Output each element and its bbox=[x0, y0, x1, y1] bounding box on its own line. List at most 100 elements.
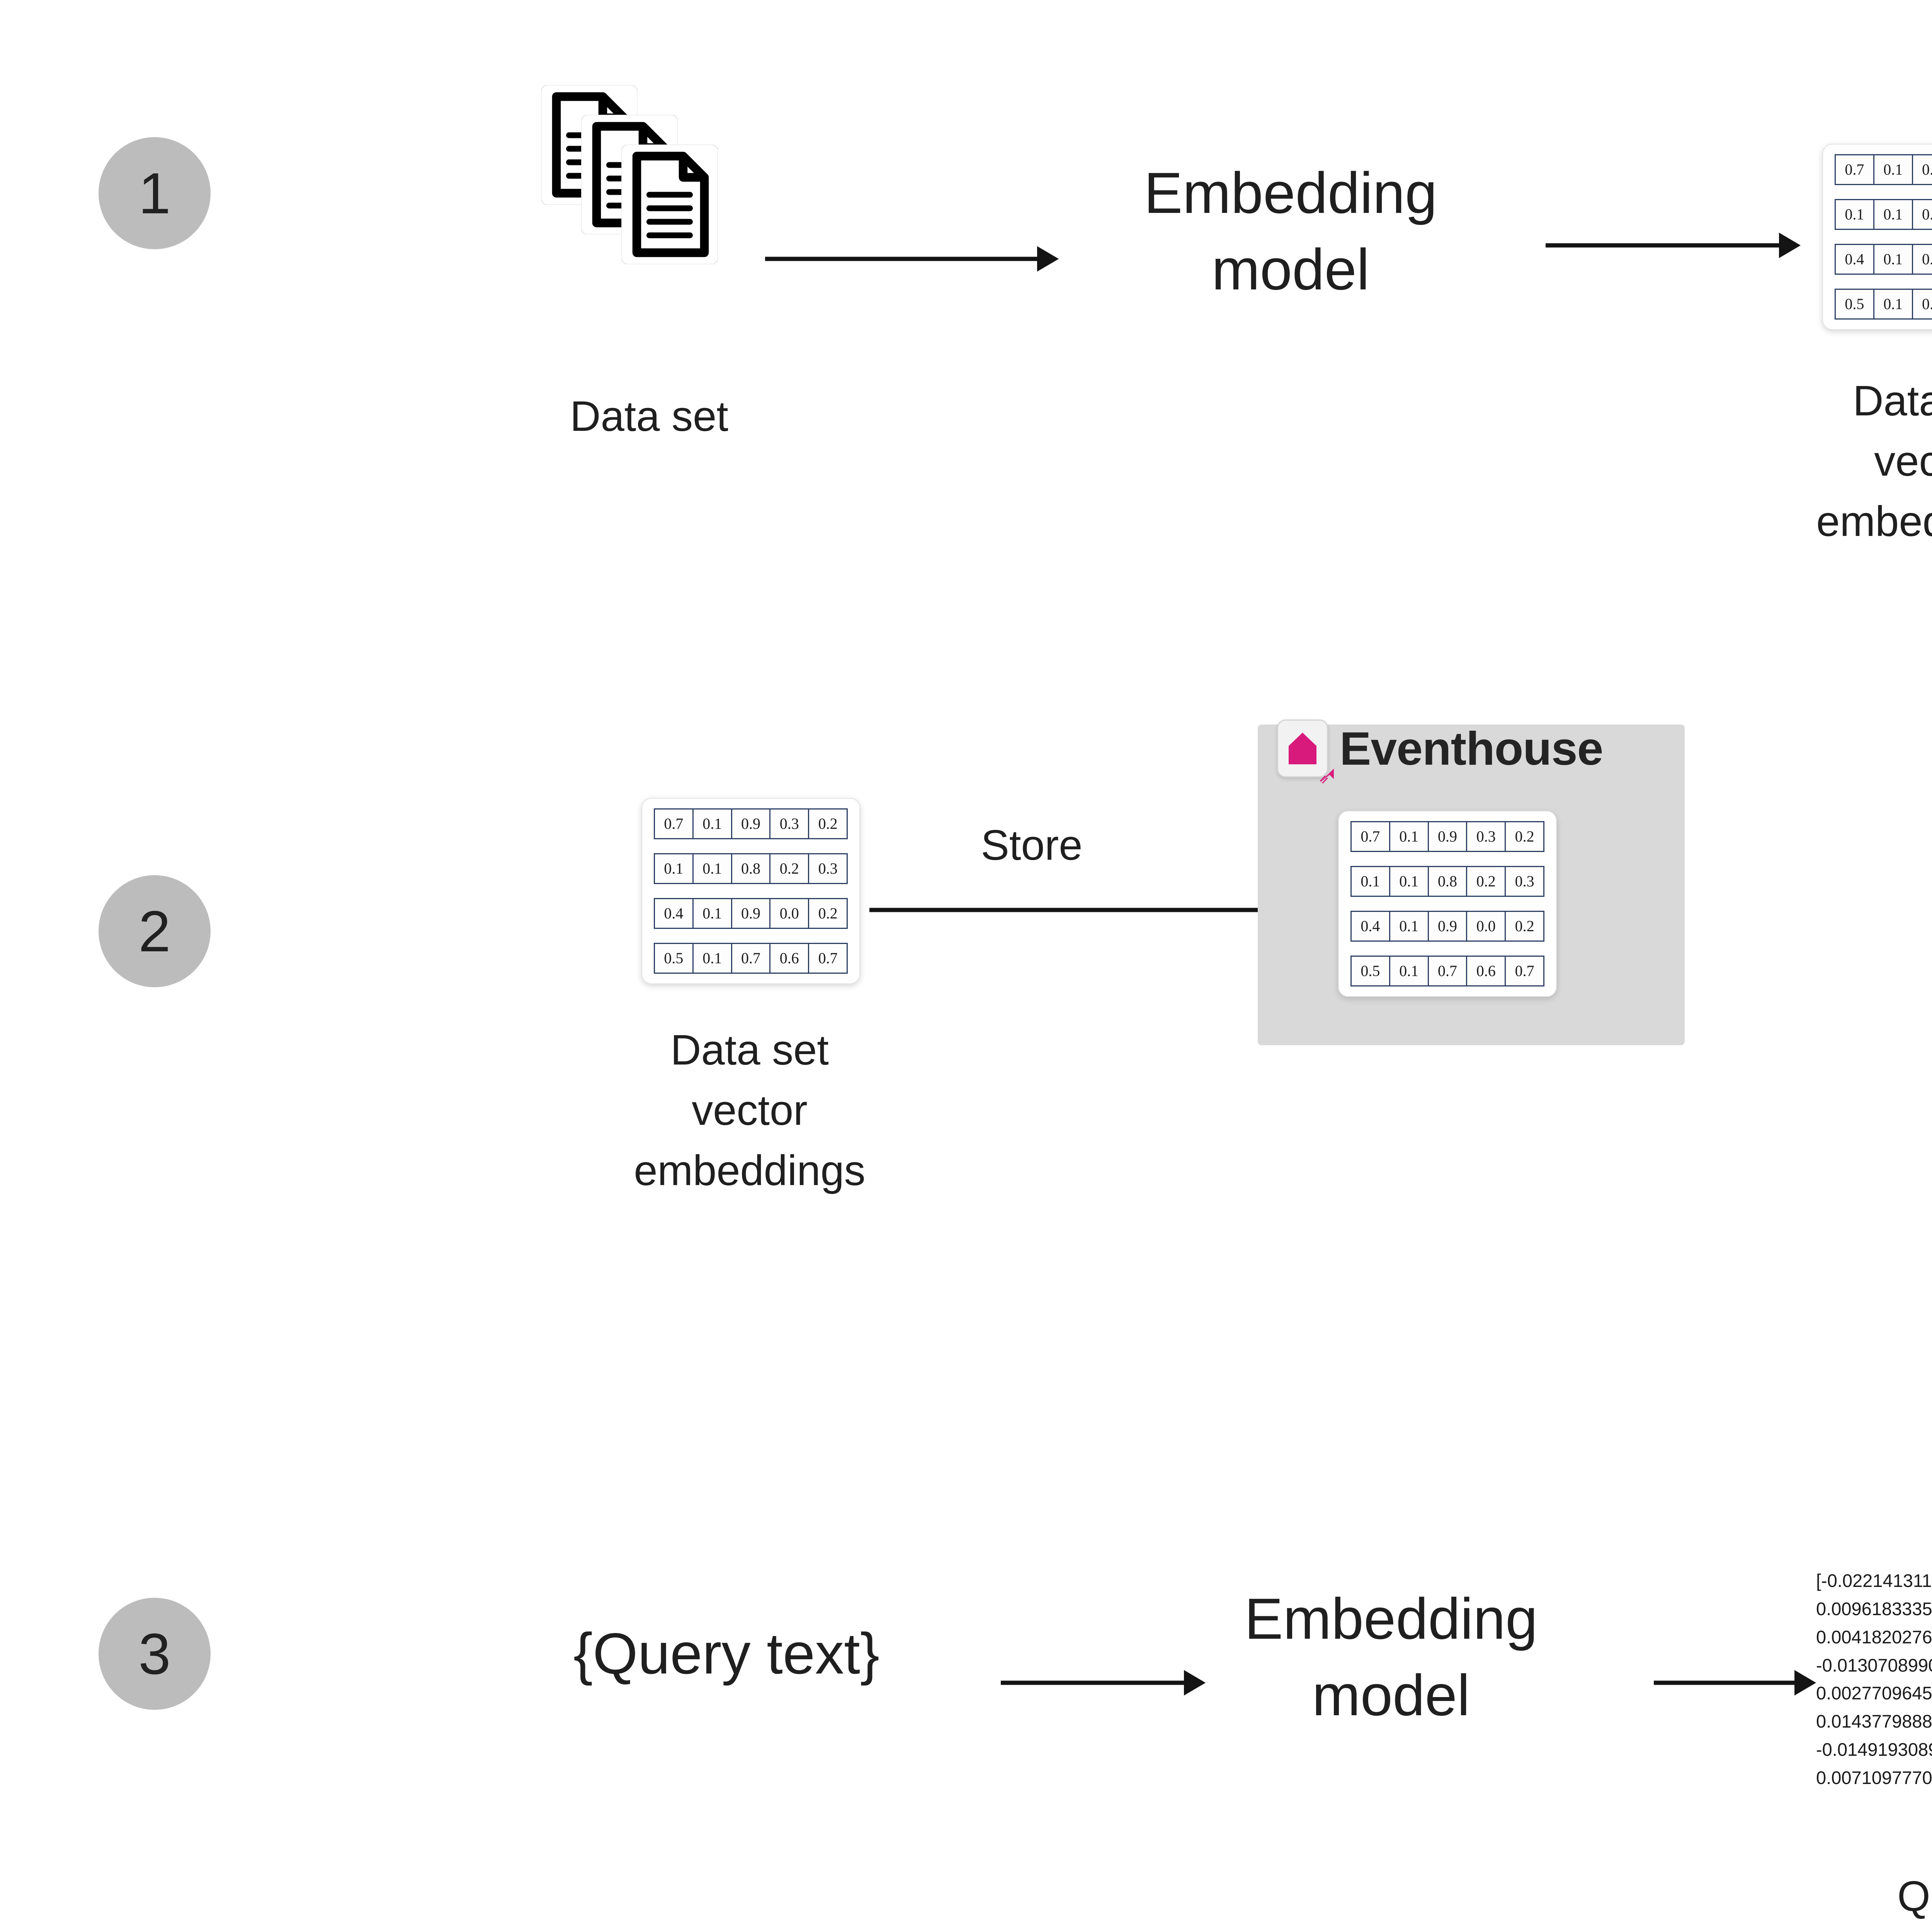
vector-cell: 0.3 bbox=[770, 808, 810, 839]
embedding-model-label-1: Embedding model bbox=[1144, 160, 1437, 302]
vector-cell: 0.7 bbox=[1835, 154, 1874, 185]
arrow-shaft bbox=[1001, 1680, 1185, 1685]
query-vector-literal-step3: [-0.022141311317682266, -0.0193290878087… bbox=[1816, 1570, 1932, 1788]
vector-cell: 0.2 bbox=[770, 853, 810, 884]
vector-cell: 0.9 bbox=[1913, 154, 1932, 185]
dataset-caption: Data set bbox=[570, 393, 728, 440]
vector-cell: 0.0 bbox=[1467, 911, 1506, 942]
vector-cell: 0.9 bbox=[732, 808, 771, 839]
vector-cell: 0.1 bbox=[1874, 244, 1913, 275]
vector-cell: 0.5 bbox=[1835, 289, 1874, 320]
vector-cell: 0.1 bbox=[1350, 866, 1390, 897]
vector-cell: 0.8 bbox=[732, 853, 771, 884]
vector-cell: 0.7 bbox=[1350, 821, 1390, 852]
vector-cell: 0.1 bbox=[1390, 956, 1429, 986]
vector-cell: 0.4 bbox=[654, 898, 694, 929]
arrow-shaft bbox=[765, 257, 1038, 261]
vector-cell: 0.7 bbox=[1429, 956, 1468, 986]
arrow-shaft bbox=[1654, 1680, 1795, 1685]
arrow-tag-icon bbox=[1319, 769, 1334, 784]
dataset-embeddings-caption-2: Data set vector embeddings bbox=[634, 1026, 866, 1195]
vector-cell: 0.1 bbox=[693, 853, 732, 884]
document-stack-icon bbox=[541, 85, 757, 317]
arrow-head bbox=[1037, 246, 1059, 272]
eventhouse-header: Eventhouse bbox=[1277, 719, 1603, 784]
vector-cell: 0.2 bbox=[1506, 911, 1544, 942]
vector-grid-step1: 0.70.10.90.30.20.10.10.80.20.30.40.10.90… bbox=[1822, 144, 1932, 330]
vector-cell: 0.2 bbox=[1506, 821, 1544, 852]
arrow-head bbox=[1794, 1670, 1816, 1696]
arrow-head bbox=[1184, 1670, 1206, 1696]
vector-cell: 0.0 bbox=[770, 898, 810, 929]
vector-cell: 0.1 bbox=[1874, 199, 1913, 230]
vector-cell: 0.7 bbox=[732, 943, 771, 974]
step-number: 2 bbox=[138, 899, 171, 964]
vector-cell: 0.7 bbox=[809, 943, 848, 974]
eventhouse-icon bbox=[1277, 719, 1334, 784]
vector-cell: 0.2 bbox=[1467, 866, 1506, 897]
store-label: Store bbox=[981, 821, 1083, 869]
arrow-head bbox=[1779, 233, 1801, 258]
step-badge-2: 2 bbox=[99, 875, 211, 987]
vector-cell: 0.5 bbox=[654, 943, 694, 974]
vector-cell: 0.1 bbox=[1390, 911, 1429, 942]
embedding-model-label-2: Embedding model bbox=[1244, 1586, 1538, 1728]
vector-cell: 0.1 bbox=[693, 808, 732, 839]
step-number: 3 bbox=[138, 1621, 171, 1686]
vector-cell: 0.1 bbox=[1874, 289, 1913, 320]
arrow-model-to-embeddings bbox=[1546, 232, 1801, 259]
vector-cell: 0.4 bbox=[1835, 244, 1874, 275]
vector-cell: 0.3 bbox=[1467, 821, 1506, 852]
vector-cell: 0.6 bbox=[1467, 956, 1506, 986]
arrow-store bbox=[869, 896, 1287, 923]
vector-row: 0.40.10.90.00.2 bbox=[1835, 244, 1932, 275]
vector-cell: 0.2 bbox=[809, 898, 848, 929]
vector-cell: 0.3 bbox=[1506, 866, 1544, 897]
vector-cell: 0.2 bbox=[809, 808, 848, 839]
arrow-model-to-query-vector bbox=[1654, 1669, 1816, 1696]
arrow-dataset-to-model bbox=[765, 245, 1059, 272]
vector-cell: 0.9 bbox=[1913, 244, 1932, 275]
vector-cell: 0.3 bbox=[809, 853, 848, 884]
vector-cell: 0.9 bbox=[732, 898, 771, 929]
vector-row: 0.70.10.90.30.2 bbox=[1835, 154, 1932, 185]
vector-cell: 0.7 bbox=[1913, 289, 1932, 320]
arrow-query-to-model bbox=[1001, 1669, 1206, 1696]
vector-row: 0.50.10.70.60.7 bbox=[1835, 289, 1932, 320]
vector-cell: 0.1 bbox=[654, 853, 694, 884]
arrow-shaft bbox=[869, 908, 1266, 912]
vector-cell: 0.9 bbox=[1429, 821, 1468, 852]
vector-cell: 0.5 bbox=[1350, 956, 1390, 986]
vector-cell: 0.9 bbox=[1429, 911, 1468, 942]
vector-cell: 0.1 bbox=[693, 898, 732, 929]
arrow-shaft bbox=[1546, 243, 1780, 248]
vector-cell: 0.4 bbox=[1350, 911, 1390, 942]
vector-cell: 0.1 bbox=[693, 943, 732, 974]
vector-cell: 0.1 bbox=[1835, 199, 1874, 230]
vector-cell: 0.6 bbox=[770, 943, 810, 974]
vector-cell: 0.1 bbox=[1390, 866, 1429, 897]
house-glyph bbox=[1289, 733, 1316, 764]
step-number: 1 bbox=[138, 161, 171, 226]
step-badge-3: 3 bbox=[99, 1598, 211, 1710]
vector-cell: 0.8 bbox=[1913, 199, 1932, 230]
dataset-embeddings-caption-1: Data set vector embeddings bbox=[1816, 377, 1932, 546]
vector-row: 0.10.10.80.20.3 bbox=[1835, 199, 1932, 230]
step-badge-1: 1 bbox=[99, 137, 211, 249]
vector-cell: 0.7 bbox=[654, 808, 694, 839]
eventhouse-title: Eventhouse bbox=[1340, 722, 1603, 775]
vector-cell: 0.1 bbox=[1390, 821, 1429, 852]
vector-cell: 0.8 bbox=[1429, 866, 1468, 897]
